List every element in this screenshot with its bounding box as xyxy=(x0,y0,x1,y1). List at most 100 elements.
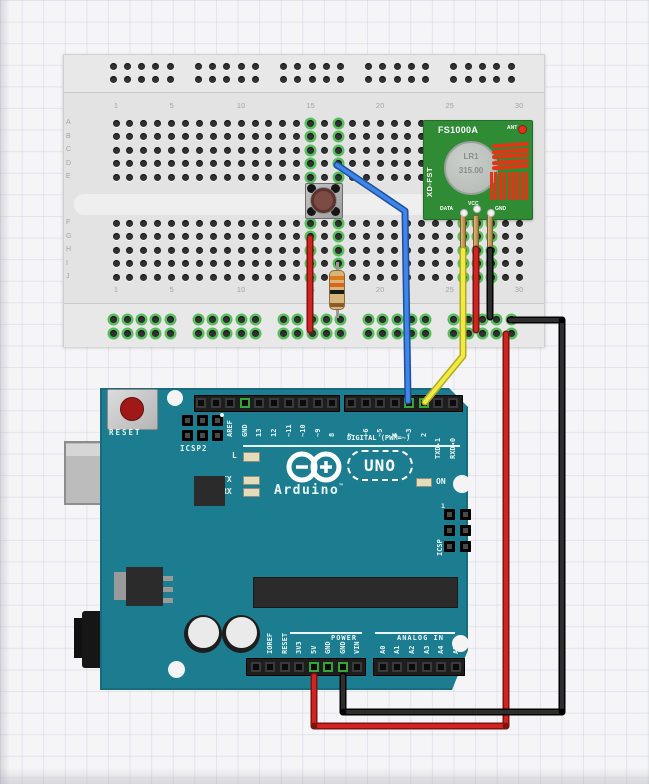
breadboard-hole[interactable] xyxy=(404,246,412,254)
breadboard-hole[interactable] xyxy=(390,246,398,254)
breadboard-hole[interactable] xyxy=(418,246,426,254)
breadboard-hole[interactable] xyxy=(126,146,134,154)
breadboard-hole[interactable] xyxy=(334,119,342,127)
breadboard-hole[interactable] xyxy=(223,119,231,127)
rail-hole[interactable] xyxy=(138,62,146,70)
breadboard-hole[interactable] xyxy=(112,160,120,167)
breadboard-hole[interactable] xyxy=(140,173,148,181)
rail-hole[interactable] xyxy=(322,315,330,323)
breadboard-hole[interactable] xyxy=(432,233,440,240)
breadboard-hole[interactable] xyxy=(265,219,273,227)
breadboard-hole[interactable] xyxy=(348,133,356,140)
rail-hole[interactable] xyxy=(450,329,458,337)
rail-hole[interactable] xyxy=(507,329,515,337)
breadboard-hole[interactable] xyxy=(362,233,370,240)
header-pin[interactable] xyxy=(346,398,356,408)
rail-hole[interactable] xyxy=(166,62,174,70)
breadboard-hole[interactable] xyxy=(126,246,134,254)
breadboard-hole[interactable] xyxy=(362,173,370,181)
rail-hole[interactable] xyxy=(379,62,387,70)
breadboard-hole[interactable] xyxy=(237,146,245,154)
rail-hole[interactable] xyxy=(422,315,430,323)
breadboard-hole[interactable] xyxy=(182,119,189,127)
rail-hole[interactable] xyxy=(478,62,486,70)
breadboard-hole[interactable] xyxy=(404,160,412,167)
breadboard-hole[interactable] xyxy=(418,173,426,181)
breadboard-hole[interactable] xyxy=(307,133,315,140)
breadboard-hole[interactable] xyxy=(348,246,356,254)
breadboard-hole[interactable] xyxy=(182,246,189,254)
rail-hole[interactable] xyxy=(279,315,287,323)
rail-hole[interactable] xyxy=(408,315,415,323)
breadboard-hole[interactable] xyxy=(307,246,315,254)
rail-hole[interactable] xyxy=(152,62,160,70)
breadboard-hole[interactable] xyxy=(334,233,342,240)
header-pin[interactable] xyxy=(225,398,236,408)
rail-hole[interactable] xyxy=(507,315,515,323)
breadboard-hole[interactable] xyxy=(154,119,162,127)
rail-hole[interactable] xyxy=(279,75,287,83)
header-pin[interactable] xyxy=(404,398,414,408)
rail-hole[interactable] xyxy=(294,75,302,83)
breadboard-hole[interactable] xyxy=(154,173,162,181)
breadboard-hole[interactable] xyxy=(432,219,440,227)
breadboard-hole[interactable] xyxy=(390,260,398,267)
breadboard-hole[interactable] xyxy=(182,233,189,240)
breadboard-hole[interactable] xyxy=(432,260,440,267)
power-header[interactable] xyxy=(246,658,366,676)
rail-hole[interactable] xyxy=(223,62,231,70)
breadboard-hole[interactable] xyxy=(307,273,315,281)
breadboard-hole[interactable] xyxy=(237,160,245,167)
breadboard-hole[interactable] xyxy=(404,133,412,140)
breadboard-hole[interactable] xyxy=(307,146,315,154)
header-pin[interactable] xyxy=(433,398,443,408)
rail-hole[interactable] xyxy=(408,62,415,70)
breadboard-hole[interactable] xyxy=(501,233,509,240)
header-pin[interactable] xyxy=(323,662,333,672)
header-pin[interactable] xyxy=(337,662,348,672)
icsp-pin[interactable] xyxy=(444,525,455,536)
rail-hole[interactable] xyxy=(379,315,387,323)
breadboard-hole[interactable] xyxy=(293,233,301,240)
rail-hole[interactable] xyxy=(251,329,259,337)
breadboard-hole[interactable] xyxy=(126,273,134,281)
rail-hole[interactable] xyxy=(308,62,316,70)
breadboard-hole[interactable] xyxy=(376,246,384,254)
breadboard-hole[interactable] xyxy=(362,246,370,254)
breadboard-hole[interactable] xyxy=(321,119,328,127)
breadboard-hole[interactable] xyxy=(265,119,273,127)
rail-hole[interactable] xyxy=(493,329,501,337)
breadboard-hole[interactable] xyxy=(376,273,384,281)
breadboard-hole[interactable] xyxy=(307,119,315,127)
breadboard-hole[interactable] xyxy=(195,246,203,254)
breadboard-hole[interactable] xyxy=(223,273,231,281)
rail-hole[interactable] xyxy=(464,315,472,323)
header-pin[interactable] xyxy=(196,398,206,408)
breadboard-hole[interactable] xyxy=(265,173,273,181)
breadboard-hole[interactable] xyxy=(168,119,176,127)
rail-hole[interactable] xyxy=(507,62,515,70)
breadboard-hole[interactable] xyxy=(182,219,189,227)
rail-hole[interactable] xyxy=(450,62,458,70)
breadboard-hole[interactable] xyxy=(168,173,176,181)
breadboard-hole[interactable] xyxy=(154,233,162,240)
breadboard-hole[interactable] xyxy=(195,146,203,154)
breadboard-hole[interactable] xyxy=(209,260,217,267)
breadboard-hole[interactable] xyxy=(404,260,412,267)
breadboard-hole[interactable] xyxy=(251,273,259,281)
breadboard-hole[interactable] xyxy=(251,219,259,227)
breadboard-hole[interactable] xyxy=(390,133,398,140)
rail-hole[interactable] xyxy=(478,75,486,83)
breadboard-hole[interactable] xyxy=(126,233,134,240)
breadboard-hole[interactable] xyxy=(515,260,523,267)
breadboard-hole[interactable] xyxy=(154,160,162,167)
header-pin[interactable] xyxy=(451,662,461,672)
breadboard-hole[interactable] xyxy=(487,260,495,267)
rail-hole[interactable] xyxy=(393,75,401,83)
header-pin[interactable] xyxy=(254,398,265,408)
rail-hole[interactable] xyxy=(194,315,202,323)
breadboard-hole[interactable] xyxy=(348,173,356,181)
breadboard-hole[interactable] xyxy=(265,273,273,281)
breadboard-hole[interactable] xyxy=(376,119,384,127)
breadboard-hole[interactable] xyxy=(154,146,162,154)
